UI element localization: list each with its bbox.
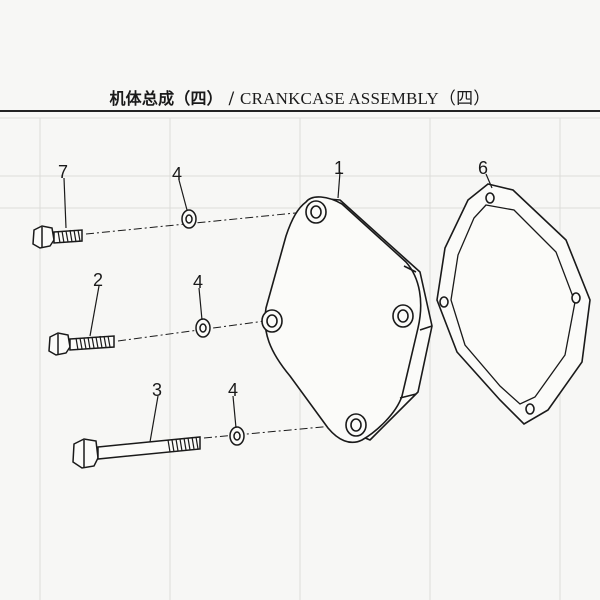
washers-part-4 bbox=[181, 209, 245, 446]
bolt-part-3 bbox=[72, 436, 201, 469]
callout-1: 1 bbox=[334, 158, 344, 178]
callout-7: 7 bbox=[58, 162, 68, 182]
callout-4-bottom: 4 bbox=[228, 380, 238, 400]
callout-labels: 1 2 3 4 4 4 6 7 bbox=[58, 158, 488, 400]
title-english: CRANKCASE ASSEMBLY（四） bbox=[240, 89, 491, 108]
page-title: 机体总成（四） / CRANKCASE ASSEMBLY（四） bbox=[0, 84, 600, 109]
callout-3: 3 bbox=[152, 380, 162, 400]
title-separator: / bbox=[228, 89, 235, 109]
gasket-part-6 bbox=[436, 183, 591, 426]
bleed-through-lines bbox=[0, 117, 600, 600]
bolt-part-2 bbox=[48, 332, 115, 356]
bolt-part-7 bbox=[32, 225, 83, 249]
callout-4-middle: 4 bbox=[193, 272, 203, 292]
callout-6: 6 bbox=[478, 158, 488, 178]
callout-2: 2 bbox=[93, 270, 103, 290]
crankcase-cover-part-1 bbox=[261, 196, 433, 444]
callout-4-top: 4 bbox=[172, 164, 182, 184]
assembly-axes bbox=[85, 210, 355, 439]
callout-leaders bbox=[63, 171, 493, 443]
title-underline bbox=[0, 110, 600, 112]
title-chinese: 机体总成（四） bbox=[109, 89, 223, 108]
